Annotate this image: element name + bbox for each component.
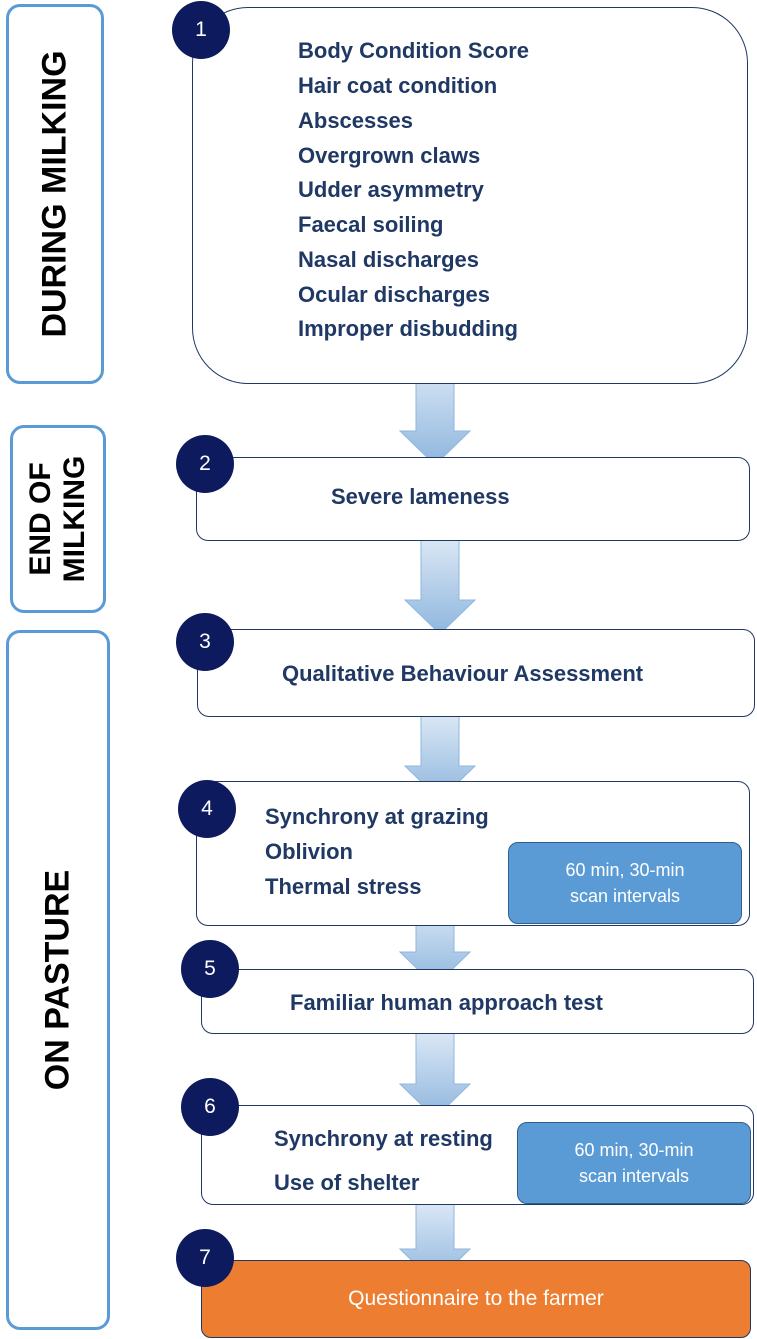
step-4-note-line2: scan intervals [569, 886, 681, 906]
step-3-box [197, 629, 755, 717]
step-1-item: Ocular discharges [298, 282, 490, 307]
step-6-note: 60 min, 30-min scan intervals [517, 1122, 751, 1204]
step-1-number: 1 [172, 1, 230, 59]
phase-end-of-milking-line2: MILKING [58, 455, 91, 583]
step-1-item: Overgrown claws [298, 143, 481, 168]
step-1-item: Udder asymmetry [298, 177, 484, 202]
step-5-item: Familiar human approach test [290, 990, 603, 1015]
step-4-item: Synchrony at grazing [265, 804, 489, 829]
phase-on-pasture-label: ON PASTURE [38, 869, 77, 1091]
step-7-item: Questionnaire to the farmer [348, 1287, 604, 1310]
step-4-item: Oblivion [265, 839, 353, 864]
step-6-note-line1: 60 min, 30-min [574, 1140, 694, 1160]
step-6-number: 6 [181, 1078, 239, 1136]
step-1-item: Abscesses [298, 108, 413, 133]
step-4-number: 4 [178, 780, 236, 838]
step-1-item: Improper disbudding [298, 316, 518, 341]
step-1-box [192, 7, 748, 384]
phase-end-of-milking-label: END OF MILKING [24, 456, 92, 583]
step-7-number: 7 [176, 1229, 234, 1287]
step-6-note-line2: scan intervals [578, 1166, 690, 1186]
phase-end-of-milking-line1: END OF [24, 462, 57, 576]
step-3-item: Qualitative Behaviour Assessment [282, 661, 644, 686]
phase-on-pasture: ON PASTURE [6, 630, 110, 1330]
phase-during-milking: DURING MILKING [6, 4, 104, 384]
phase-during-milking-label: DURING MILKING [35, 50, 74, 338]
step-6-item: Synchrony at resting [274, 1126, 493, 1151]
step-1-item: Faecal soiling [298, 212, 444, 237]
step-2-box [196, 457, 750, 541]
step-2-number: 2 [176, 435, 234, 493]
step-1-item: Hair coat condition [298, 73, 498, 98]
step-6-item: Use of shelter [274, 1170, 420, 1195]
step-5-box [201, 969, 754, 1034]
step-5-number: 5 [181, 940, 239, 998]
step-1-item: Nasal discharges [298, 247, 479, 272]
arrow-2-3 [403, 537, 477, 635]
step-4-item: Thermal stress [265, 874, 422, 899]
step-4-note: 60 min, 30-min scan intervals [508, 842, 742, 924]
step-3-number: 3 [176, 613, 234, 671]
arrow-5-6 [398, 1031, 472, 1119]
phase-end-of-milking: END OF MILKING [10, 425, 106, 613]
step-4-note-line1: 60 min, 30-min [565, 860, 685, 880]
step-7-box: Questionnaire to the farmer [201, 1260, 751, 1338]
step-1-item: Body Condition Score [298, 38, 529, 63]
step-2-item: Severe lameness [331, 484, 510, 509]
